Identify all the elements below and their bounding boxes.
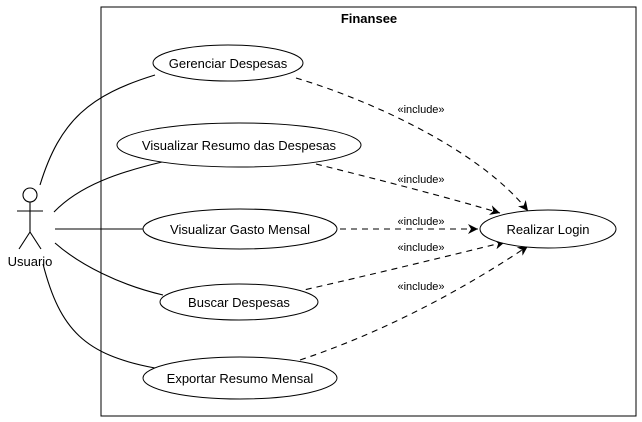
use-case-label: Realizar Login [506, 222, 589, 237]
system-boundary [100, 6, 637, 417]
include-label-buscar: «include» [397, 242, 444, 254]
include-arrow-buscar [294, 239, 506, 293]
use-case-realizar-login[interactable]: Realizar Login [479, 209, 617, 249]
use-case-label: Visualizar Resumo das Despesas [142, 138, 337, 153]
include-arrow-gerenciar [295, 77, 529, 212]
use-case-exportar-resumo[interactable]: Exportar Resumo Mensal [142, 356, 338, 400]
actor-head-icon [22, 187, 38, 203]
use-case-label: Gerenciar Despesas [169, 56, 288, 71]
system-title: Finansee [341, 11, 397, 26]
association-exportar [42, 263, 156, 369]
include-label-resumo: «include» [397, 174, 444, 186]
include-label-exportar: «include» [397, 281, 444, 293]
use-case-buscar-despesas[interactable]: Buscar Despesas [159, 283, 319, 321]
use-case-gerenciar-despesas[interactable]: Gerenciar Despesas [152, 44, 304, 82]
actor-left-leg [18, 231, 31, 250]
include-label-gerenciar: «include» [397, 104, 444, 116]
use-case-visualizar-resumo[interactable]: Visualizar Resumo das Despesas [116, 122, 362, 168]
actor-label: Usuario [8, 254, 53, 269]
include-label-gasto: «include» [397, 216, 444, 228]
association-buscar [54, 242, 164, 296]
include-arrow-exportar [299, 245, 529, 361]
association-gerenciar [39, 74, 156, 186]
actor-right-leg [29, 231, 42, 250]
association-resumo [53, 161, 163, 213]
use-case-label: Buscar Despesas [188, 295, 290, 310]
include-arrow-resumo [315, 163, 501, 215]
use-case-label: Visualizar Gasto Mensal [170, 222, 310, 237]
actor-usuario: Usuario [8, 187, 53, 269]
use-case-visualizar-gasto-mensal[interactable]: Visualizar Gasto Mensal [142, 208, 338, 250]
use-case-label: Exportar Resumo Mensal [167, 371, 314, 386]
